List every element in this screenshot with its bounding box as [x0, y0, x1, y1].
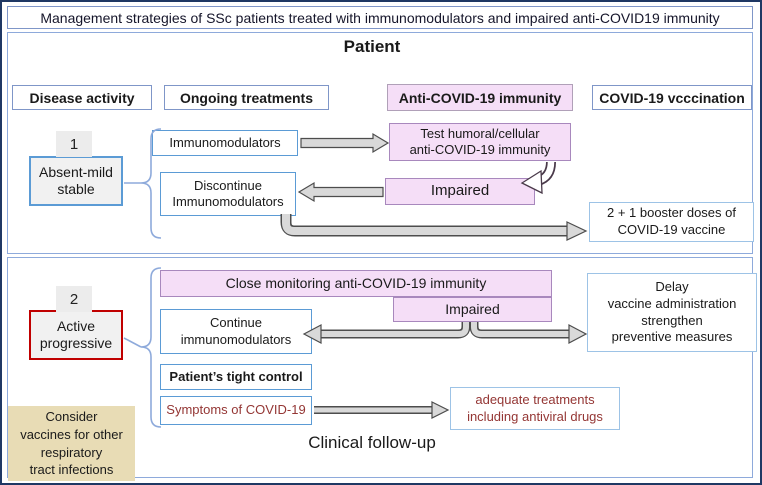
section1-booster-doses-box: 2 + 1 booster doses of COVID-19 vaccine [589, 202, 754, 242]
section2-close-monitoring-box: Close monitoring anti-COVID-19 immunity [160, 270, 552, 297]
column-header-covid-vaccination: COVID-19 vcccination [592, 85, 752, 110]
section1-panel [7, 32, 753, 254]
section1-discontinue-box: Discontinue Immunomodulators [160, 172, 296, 216]
section2-panel [7, 257, 753, 478]
section2-tight-control-box: Patient’s tight control [160, 364, 312, 390]
diagram-title: Management strategies of SSc patients tr… [7, 6, 753, 29]
section2-delay-vaccine-box: Delay vaccine administration strengthen … [587, 273, 757, 352]
consider-vaccines-note: Consider vaccines for other respiratory … [8, 406, 135, 481]
section1-impaired-box: Impaired [385, 178, 535, 205]
section1-test-immunity-box: Test humoral/cellular anti-COVID-19 immu… [389, 123, 571, 161]
section2-adequate-treatments-box: adequate treatments including antiviral … [450, 387, 620, 430]
section2-number: 2 [56, 286, 92, 312]
column-header-anti-covid-immunity: Anti-COVID-19 immunity [387, 84, 573, 111]
section1-stage-box: Absent-mild stable [29, 156, 123, 206]
section2-symptoms-box: Symptoms of COVID-19 [160, 396, 312, 425]
clinical-follow-up-label: Clinical follow-up [308, 433, 436, 452]
column-header-disease-activity: Disease activity [12, 85, 152, 110]
section1-immunomodulators-box: Immunomodulators [152, 130, 298, 156]
patient-heading: Patient [343, 37, 401, 56]
section2-continue-box: Continue immunomodulators [160, 309, 312, 354]
section2-stage-box: Active progressive [29, 310, 123, 360]
section2-impaired-box: Impaired [393, 297, 552, 322]
section1-number: 1 [56, 131, 92, 157]
column-header-ongoing-treatments: Ongoing treatments [164, 85, 329, 110]
